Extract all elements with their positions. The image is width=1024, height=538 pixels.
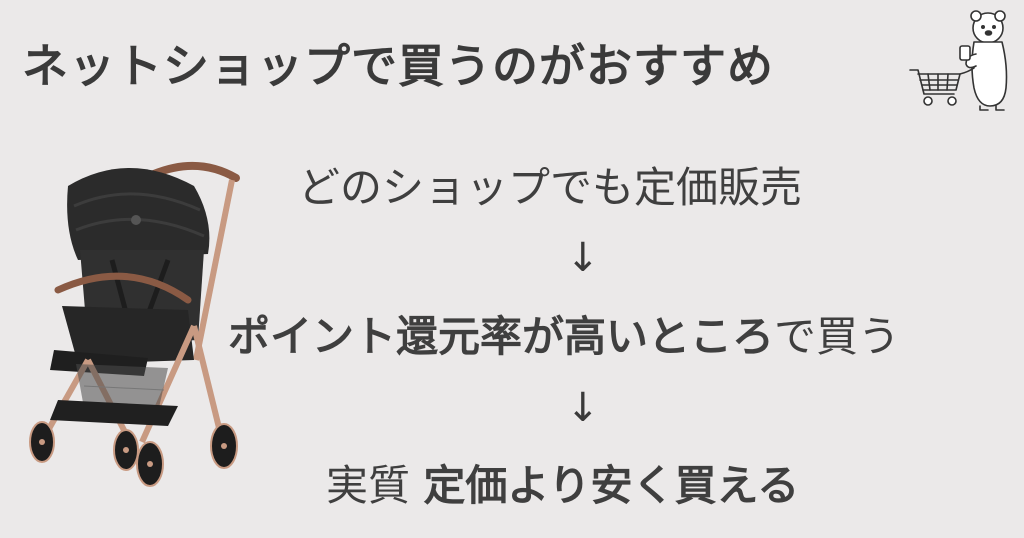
- page-title: ネットショップで買うのがおすすめ: [22, 39, 774, 93]
- flow-step-2: ポイント還元率が高いところで買う: [228, 303, 900, 364]
- flow-step-3: 実質 定価より安く買える: [326, 452, 799, 513]
- flow-step-3-emphasis: 定価より安く買える: [423, 461, 800, 510]
- down-arrow-icon: ↓: [566, 235, 600, 281]
- flow-step-1: どのショップでも定価販売: [298, 163, 803, 212]
- bear-with-shopping-cart-icon: [909, 10, 1008, 111]
- flow-step-2-emphasis: ポイント還元率が高いところ: [228, 312, 775, 361]
- flow-step-3-prefix: 実質: [326, 461, 424, 510]
- stroller-image: [29, 162, 240, 487]
- down-arrow-icon: ↓: [566, 385, 600, 431]
- flow-step-2-suffix: で買う: [774, 312, 901, 361]
